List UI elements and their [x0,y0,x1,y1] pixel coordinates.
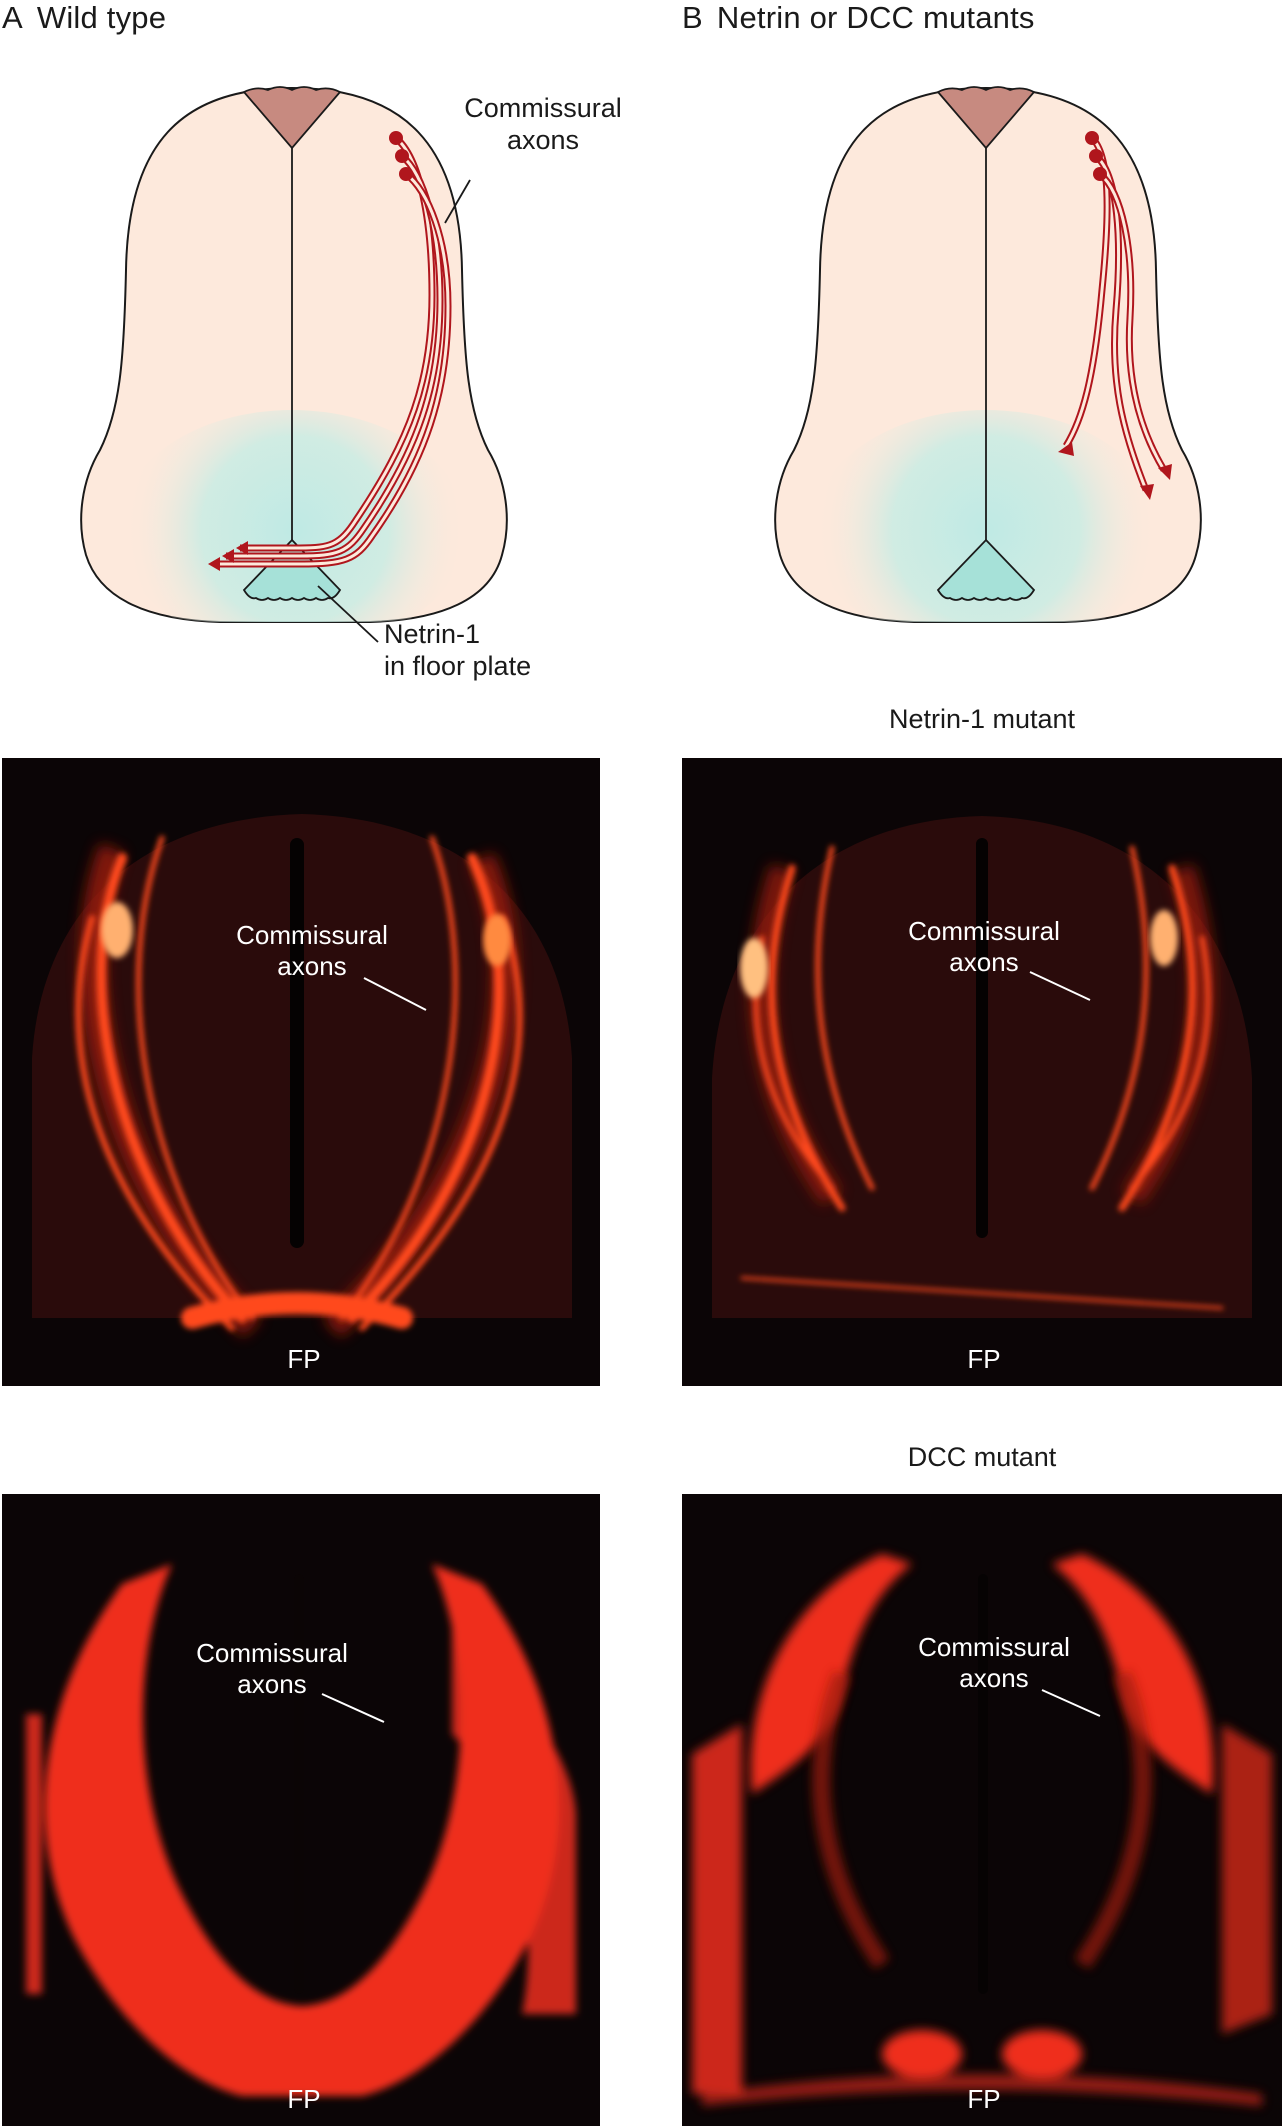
spinal-cord-diagram-wild-type [80,86,508,643]
micrograph-3-leader [321,1693,385,1723]
micrograph-2-label: Commissural axons [884,916,1084,978]
micrograph-4-label: Commissural axons [894,1632,1094,1694]
micrograph-2-label-line2: axons [949,947,1019,977]
panel-b-heading: Netrin or DCC mutants [716,0,1035,35]
micrograph-2-label-line1: Commissural [908,916,1060,946]
micrograph-1-label: Commissural axons [212,920,412,982]
floor-plate [936,538,1036,601]
panel-b-title: B Netrin or DCC mutants [682,0,1035,36]
micrograph-3-fp-label: FP [287,2084,321,2114]
netrin-label-line1: Netrin-1 [384,619,481,649]
stalled-axons [1063,135,1168,492]
panel-a-title: A Wild type [2,0,166,36]
micrograph-4-leader [1041,1689,1101,1717]
micrograph-1-leader [363,977,427,1011]
micrograph-4-label-line1: Commissural [918,1632,1070,1662]
roof-plate [936,86,1036,150]
micrograph-2-fp-label: FP [967,1344,1001,1374]
micrograph-3-label: Commissural axons [172,1638,372,1700]
micrograph-1-fp-label: FP [287,1344,321,1374]
micrograph-dcc-mutant: Commissural axons FP [682,1494,1282,2126]
micrograph-3-label-line1: Commissural [196,1638,348,1668]
micrograph-4-label-line2: axons [959,1663,1029,1693]
micrograph-1-label-line2: axons [277,951,347,981]
diagram-a-netrin-label: Netrin-1 in floor plate [384,618,604,682]
commissural-label-line2: axons [506,125,580,155]
micrograph-wild-type-2: Commissural axons FP [2,1494,600,2126]
growth-cones [1058,442,1172,500]
commissural-axons [214,135,452,568]
netrin-label-line2: in floor plate [384,651,532,681]
roof-plate [242,86,342,150]
spinal-cord-diagram-mutant [774,86,1202,623]
floor-plate [242,538,342,601]
micrograph-1-label-line1: Commissural [236,920,388,950]
panel-a-letter: A [2,0,23,35]
micrograph-3-label-line2: axons [237,1669,307,1699]
micrograph-4-fp-label: FP [967,2084,1001,2114]
micrograph-2-leader [1029,971,1091,1001]
netrin1-mutant-title: Netrin-1 mutant [888,704,1076,734]
commissural-label-line1: Commissural [464,93,622,123]
panel-a-heading: Wild type [36,0,167,35]
panel-b-letter: B [682,0,703,35]
growth-cones [208,541,248,571]
micrograph-wild-type-1: Commissural axons FP [2,758,600,1386]
micrograph-netrin1-mutant: Commissural axons FP [682,758,1282,1386]
commissural-leader [444,179,471,224]
dcc-mutant-title: DCC mutant [907,1442,1057,1472]
axon-cell-bodies [1085,131,1107,181]
axon-cell-bodies [389,131,413,181]
netrin-leader [317,585,379,643]
diagram-a-commissural-label: Commissural axons [450,92,636,156]
